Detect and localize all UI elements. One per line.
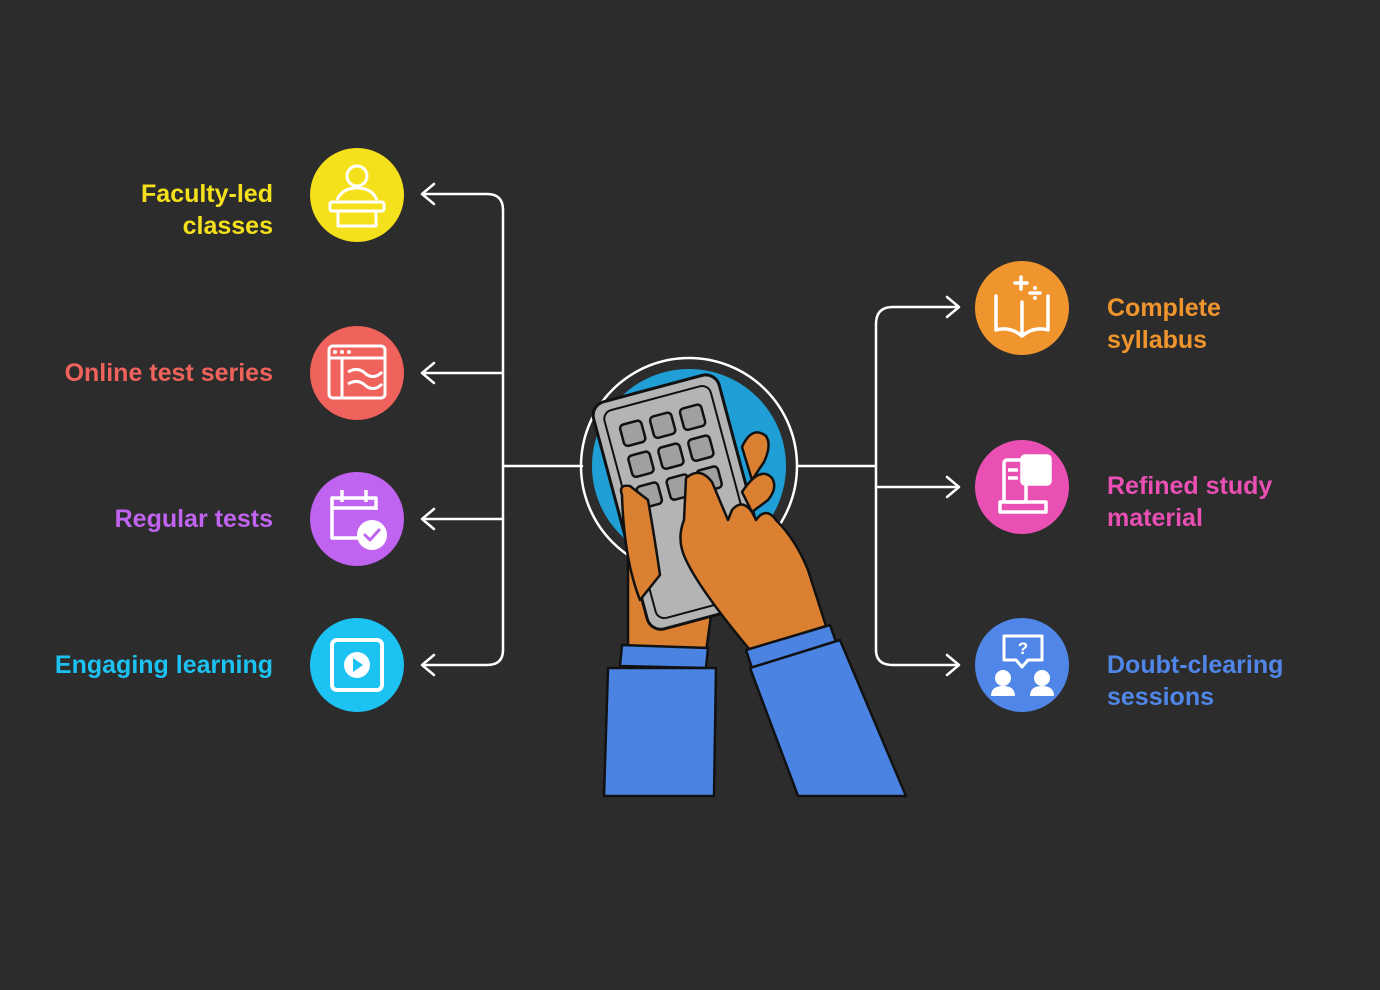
left-thumb <box>619 484 662 602</box>
label-complete-syllabus: Complete syllabus <box>1107 292 1221 356</box>
left-fingertip-2 <box>740 472 776 514</box>
right-sleeve <box>748 638 908 798</box>
left-sleeve <box>602 666 718 798</box>
left-sleeve-cuff <box>618 643 710 670</box>
label-refined-study-material: Refined study material <box>1107 470 1272 534</box>
right-arrowheads <box>945 295 961 677</box>
label-line: syllabus <box>1107 326 1208 354</box>
left-branch-4 <box>422 648 505 667</box>
label-line: Regular tests <box>114 505 273 533</box>
label-line: Faculty-led <box>141 180 273 208</box>
label-line: Online test series <box>64 359 273 387</box>
label-line: Refined study <box>1107 472 1273 500</box>
label-line: Doubt-clearing <box>1107 651 1284 679</box>
discussion-question-icon: ? <box>975 618 1069 712</box>
svg-text:?: ? <box>1018 639 1028 658</box>
teacher-podium-icon <box>310 148 404 242</box>
math-book-icon <box>975 261 1069 355</box>
play-video-icon <box>310 618 404 712</box>
connectors <box>420 182 961 677</box>
label-doubt-clearing-sessions: Doubt-clearing sessions <box>1107 649 1283 713</box>
label-faculty-led-classes: Faculty-led classes <box>141 178 273 242</box>
right-hand <box>679 471 828 652</box>
browser-chart-icon <box>310 326 404 420</box>
label-regular-tests: Regular tests <box>115 503 273 535</box>
label-line: material <box>1107 504 1203 532</box>
left-connector-trunk <box>501 208 584 652</box>
hands-calculator-icon <box>579 356 908 798</box>
label-line: classes <box>182 212 273 240</box>
label-line: Engaging learning <box>54 651 273 679</box>
right-branch-3 <box>874 648 959 667</box>
left-fingertips <box>740 431 770 482</box>
label-online-test-series: Online test series <box>65 357 273 389</box>
left-arrowheads <box>420 182 436 677</box>
label-engaging-learning: Engaging learning <box>55 649 273 681</box>
label-line: sessions <box>1107 683 1215 711</box>
books-icon <box>975 440 1069 534</box>
calendar-check-icon <box>310 472 404 566</box>
label-line: Complete <box>1107 294 1221 322</box>
right-branch-1 <box>874 305 959 326</box>
left-branch-1 <box>422 192 505 212</box>
